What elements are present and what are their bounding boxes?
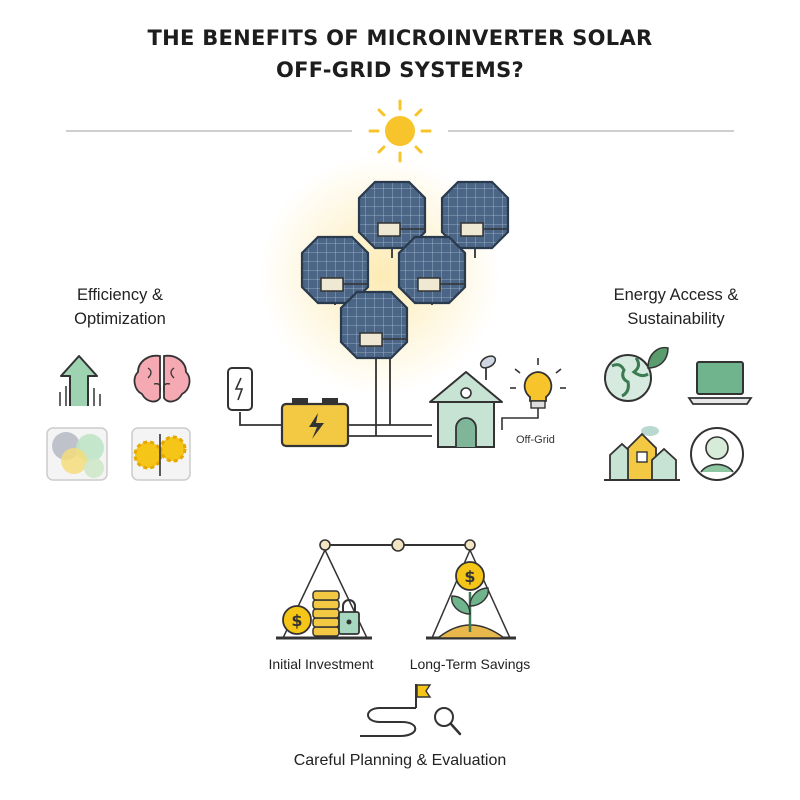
laptop-icon — [687, 361, 753, 405]
overlapping-circles-icon — [46, 427, 108, 481]
village-houses-icon — [604, 426, 680, 481]
wiring — [239, 412, 432, 437]
house-icon — [429, 371, 503, 448]
efficiency-line-1: Efficiency & — [77, 286, 163, 304]
energy-line-1: Energy Access & — [613, 286, 739, 304]
magnifier-icon — [434, 707, 462, 736]
long-term-savings-label: Long-Term Savings — [409, 656, 531, 672]
solar-panel-icon — [339, 290, 409, 360]
solar-panel-icon — [397, 235, 467, 305]
brain-icon — [133, 354, 191, 403]
energy-access-label: Energy Access & Sustainability — [576, 283, 776, 331]
sun-gears-icon — [131, 427, 191, 481]
solar-panel-icon — [440, 180, 510, 250]
efficiency-line-2: Optimization — [74, 310, 166, 328]
page-title: THE BENEFITS OF MICROINVERTER SOLAR OFF-… — [0, 22, 800, 86]
phone-charging-icon — [227, 367, 253, 411]
battery-icon — [280, 398, 350, 448]
money-plant-icon: $ — [435, 561, 507, 639]
light-bulb-icon — [501, 358, 566, 430]
sun-icon — [368, 99, 432, 163]
efficiency-optimization-label: Efficiency & Optimization — [20, 283, 220, 331]
globe-leaf-icon — [604, 346, 669, 402]
energy-line-2: Sustainability — [627, 310, 725, 328]
svg-text:$: $ — [291, 611, 302, 630]
balance-scale — [276, 538, 516, 640]
growth-arrows-icon — [59, 355, 101, 406]
solar-panel-array — [260, 155, 510, 425]
winding-path-icon — [360, 707, 417, 737]
careful-planning-label: Careful Planning & Evaluation — [293, 752, 507, 769]
off-grid-label: Off-Grid — [516, 434, 555, 446]
coins-lock-icon: $ — [282, 590, 360, 637]
title-line-1: THE BENEFITS OF MICROINVERTER SOLAR — [147, 26, 653, 50]
initial-investment-label: Initial Investment — [268, 656, 374, 672]
flag-icon — [415, 684, 432, 708]
title-line-2: OFF-GRID SYSTEMS? — [275, 58, 524, 82]
satellite-dish-icon — [479, 355, 497, 380]
svg-text:$: $ — [464, 567, 475, 586]
person-icon — [690, 427, 744, 481]
